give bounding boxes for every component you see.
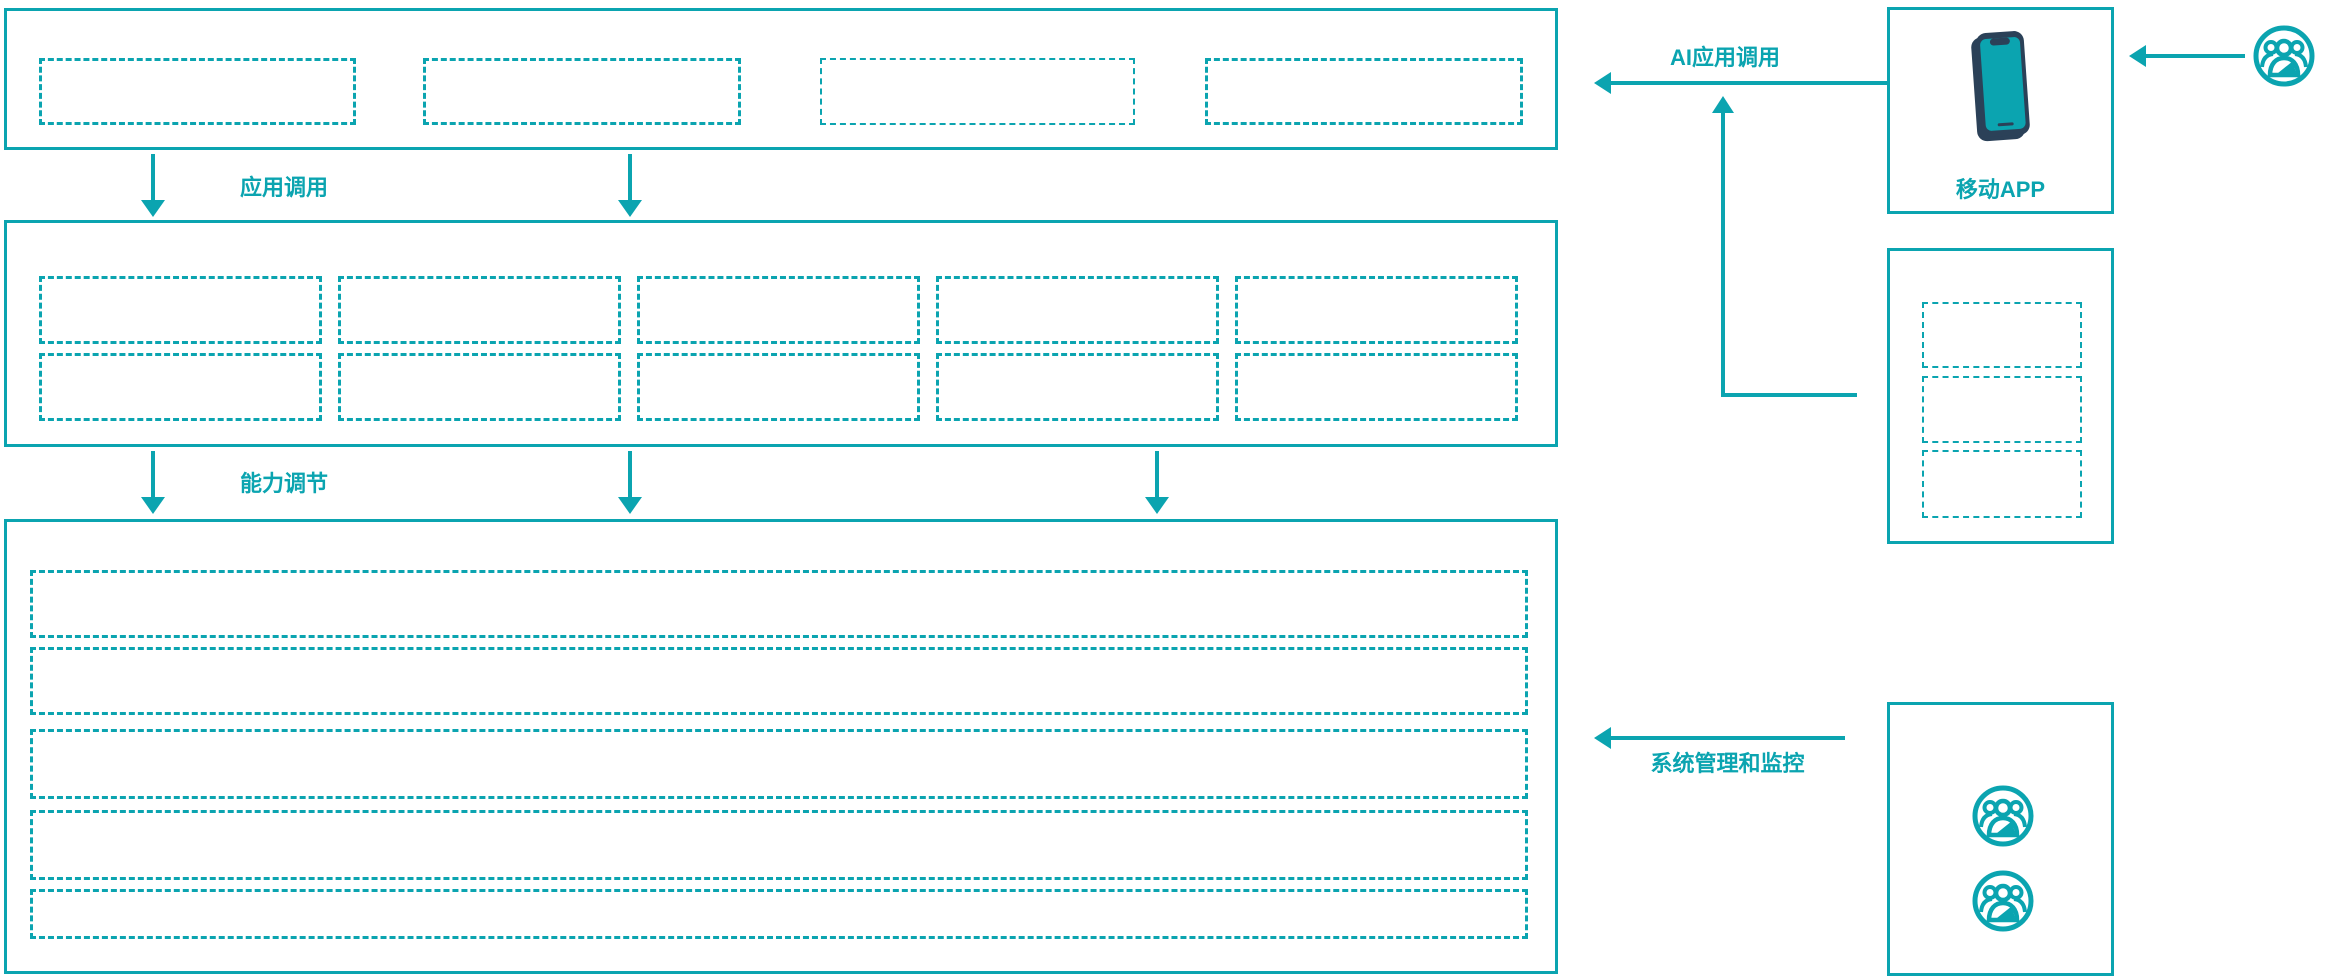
placeholder-box (1922, 302, 2082, 368)
placeholder-box (637, 276, 920, 344)
platform-layer-box (4, 220, 1558, 447)
placeholder-box (1235, 276, 1518, 344)
arrow-head (141, 497, 165, 514)
arrow-head (141, 200, 165, 217)
placeholder-box (423, 58, 741, 125)
mobile-app-box: 移动APP (1887, 7, 2114, 214)
application-layer-box (4, 8, 1558, 150)
arrow-head (1712, 96, 1734, 113)
placeholder-row (30, 647, 1528, 715)
arrow-line (1610, 736, 1845, 740)
arrow-line (151, 451, 155, 497)
placeholder-box (39, 353, 322, 421)
arrow-head (618, 497, 642, 514)
mobile-app-label: 移动APP (1955, 177, 2046, 202)
user-group-icon (1972, 870, 2034, 932)
placeholder-box (1235, 353, 1518, 421)
right-apps-box (1887, 248, 2114, 544)
ai-app-call-label: AI应用调用 (1669, 45, 1780, 70)
placeholder-row (30, 570, 1528, 638)
capability-adjust-label: 能力调节 (240, 471, 329, 496)
arrow-head (618, 200, 642, 217)
placeholder-box (39, 58, 356, 125)
placeholder-box (1922, 376, 2082, 443)
connector-line (1721, 393, 1857, 397)
placeholder-box (338, 353, 621, 421)
placeholder-box (936, 276, 1219, 344)
arrow-line (1610, 81, 1887, 85)
arrow-head (2129, 45, 2146, 67)
placeholder-box (1922, 450, 2082, 518)
arrow-head (1594, 72, 1611, 94)
app-call-label: 应用调用 (240, 175, 329, 200)
placeholder-row (30, 889, 1528, 939)
placeholder-box (936, 353, 1219, 421)
system-admin-label: 系统管理和监控 (1650, 751, 1805, 776)
placeholder-box (637, 353, 920, 421)
infrastructure-layer-box (4, 519, 1558, 974)
arrow-head (1145, 497, 1169, 514)
user-group-icon (1972, 785, 2034, 847)
arrow-line (151, 154, 155, 200)
arrow-line (2145, 54, 2245, 58)
placeholder-box (39, 276, 322, 344)
smartphone-icon (1971, 31, 2030, 142)
arrow-head (1594, 727, 1611, 749)
arrow-line (1721, 112, 1725, 397)
arrow-line (628, 154, 632, 200)
placeholder-box (1205, 58, 1523, 125)
arrow-line (1155, 451, 1159, 497)
placeholder-row (30, 810, 1528, 880)
user-group-icon (2253, 25, 2315, 87)
admin-users-box (1887, 702, 2114, 976)
placeholder-box (338, 276, 621, 344)
arrow-line (628, 451, 632, 497)
placeholder-box (820, 58, 1135, 125)
placeholder-row (30, 729, 1528, 799)
